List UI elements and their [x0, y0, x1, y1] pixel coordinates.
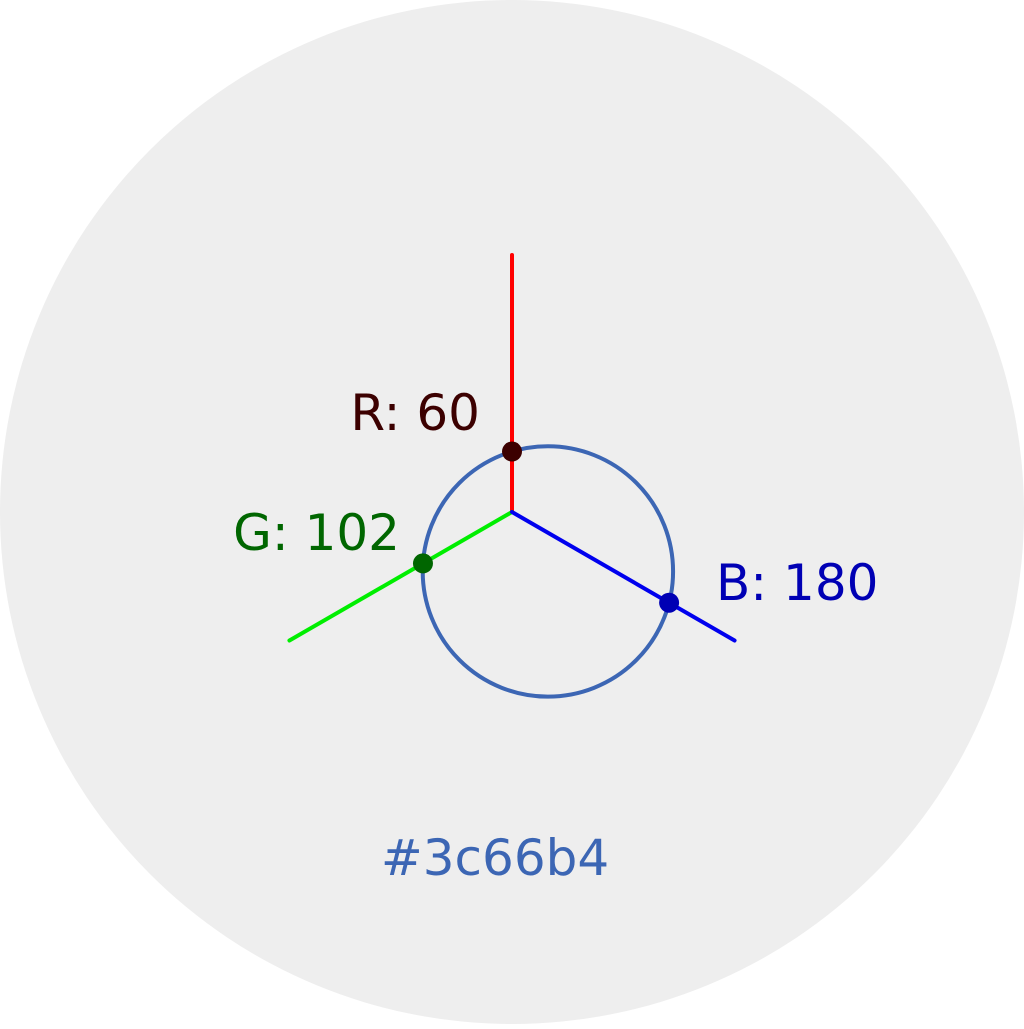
red-value-label: R: 60: [350, 384, 480, 442]
blue-value-label: B: 180: [716, 554, 878, 612]
blue-axis: [510, 510, 737, 643]
green-value-marker: [412, 553, 433, 574]
green-axis: [287, 510, 514, 643]
blue-value-marker: [659, 592, 680, 613]
hex-color-label: #3c66b4: [381, 829, 609, 887]
green-value-label: G: 102: [233, 504, 400, 562]
red-value-marker: [502, 441, 522, 462]
